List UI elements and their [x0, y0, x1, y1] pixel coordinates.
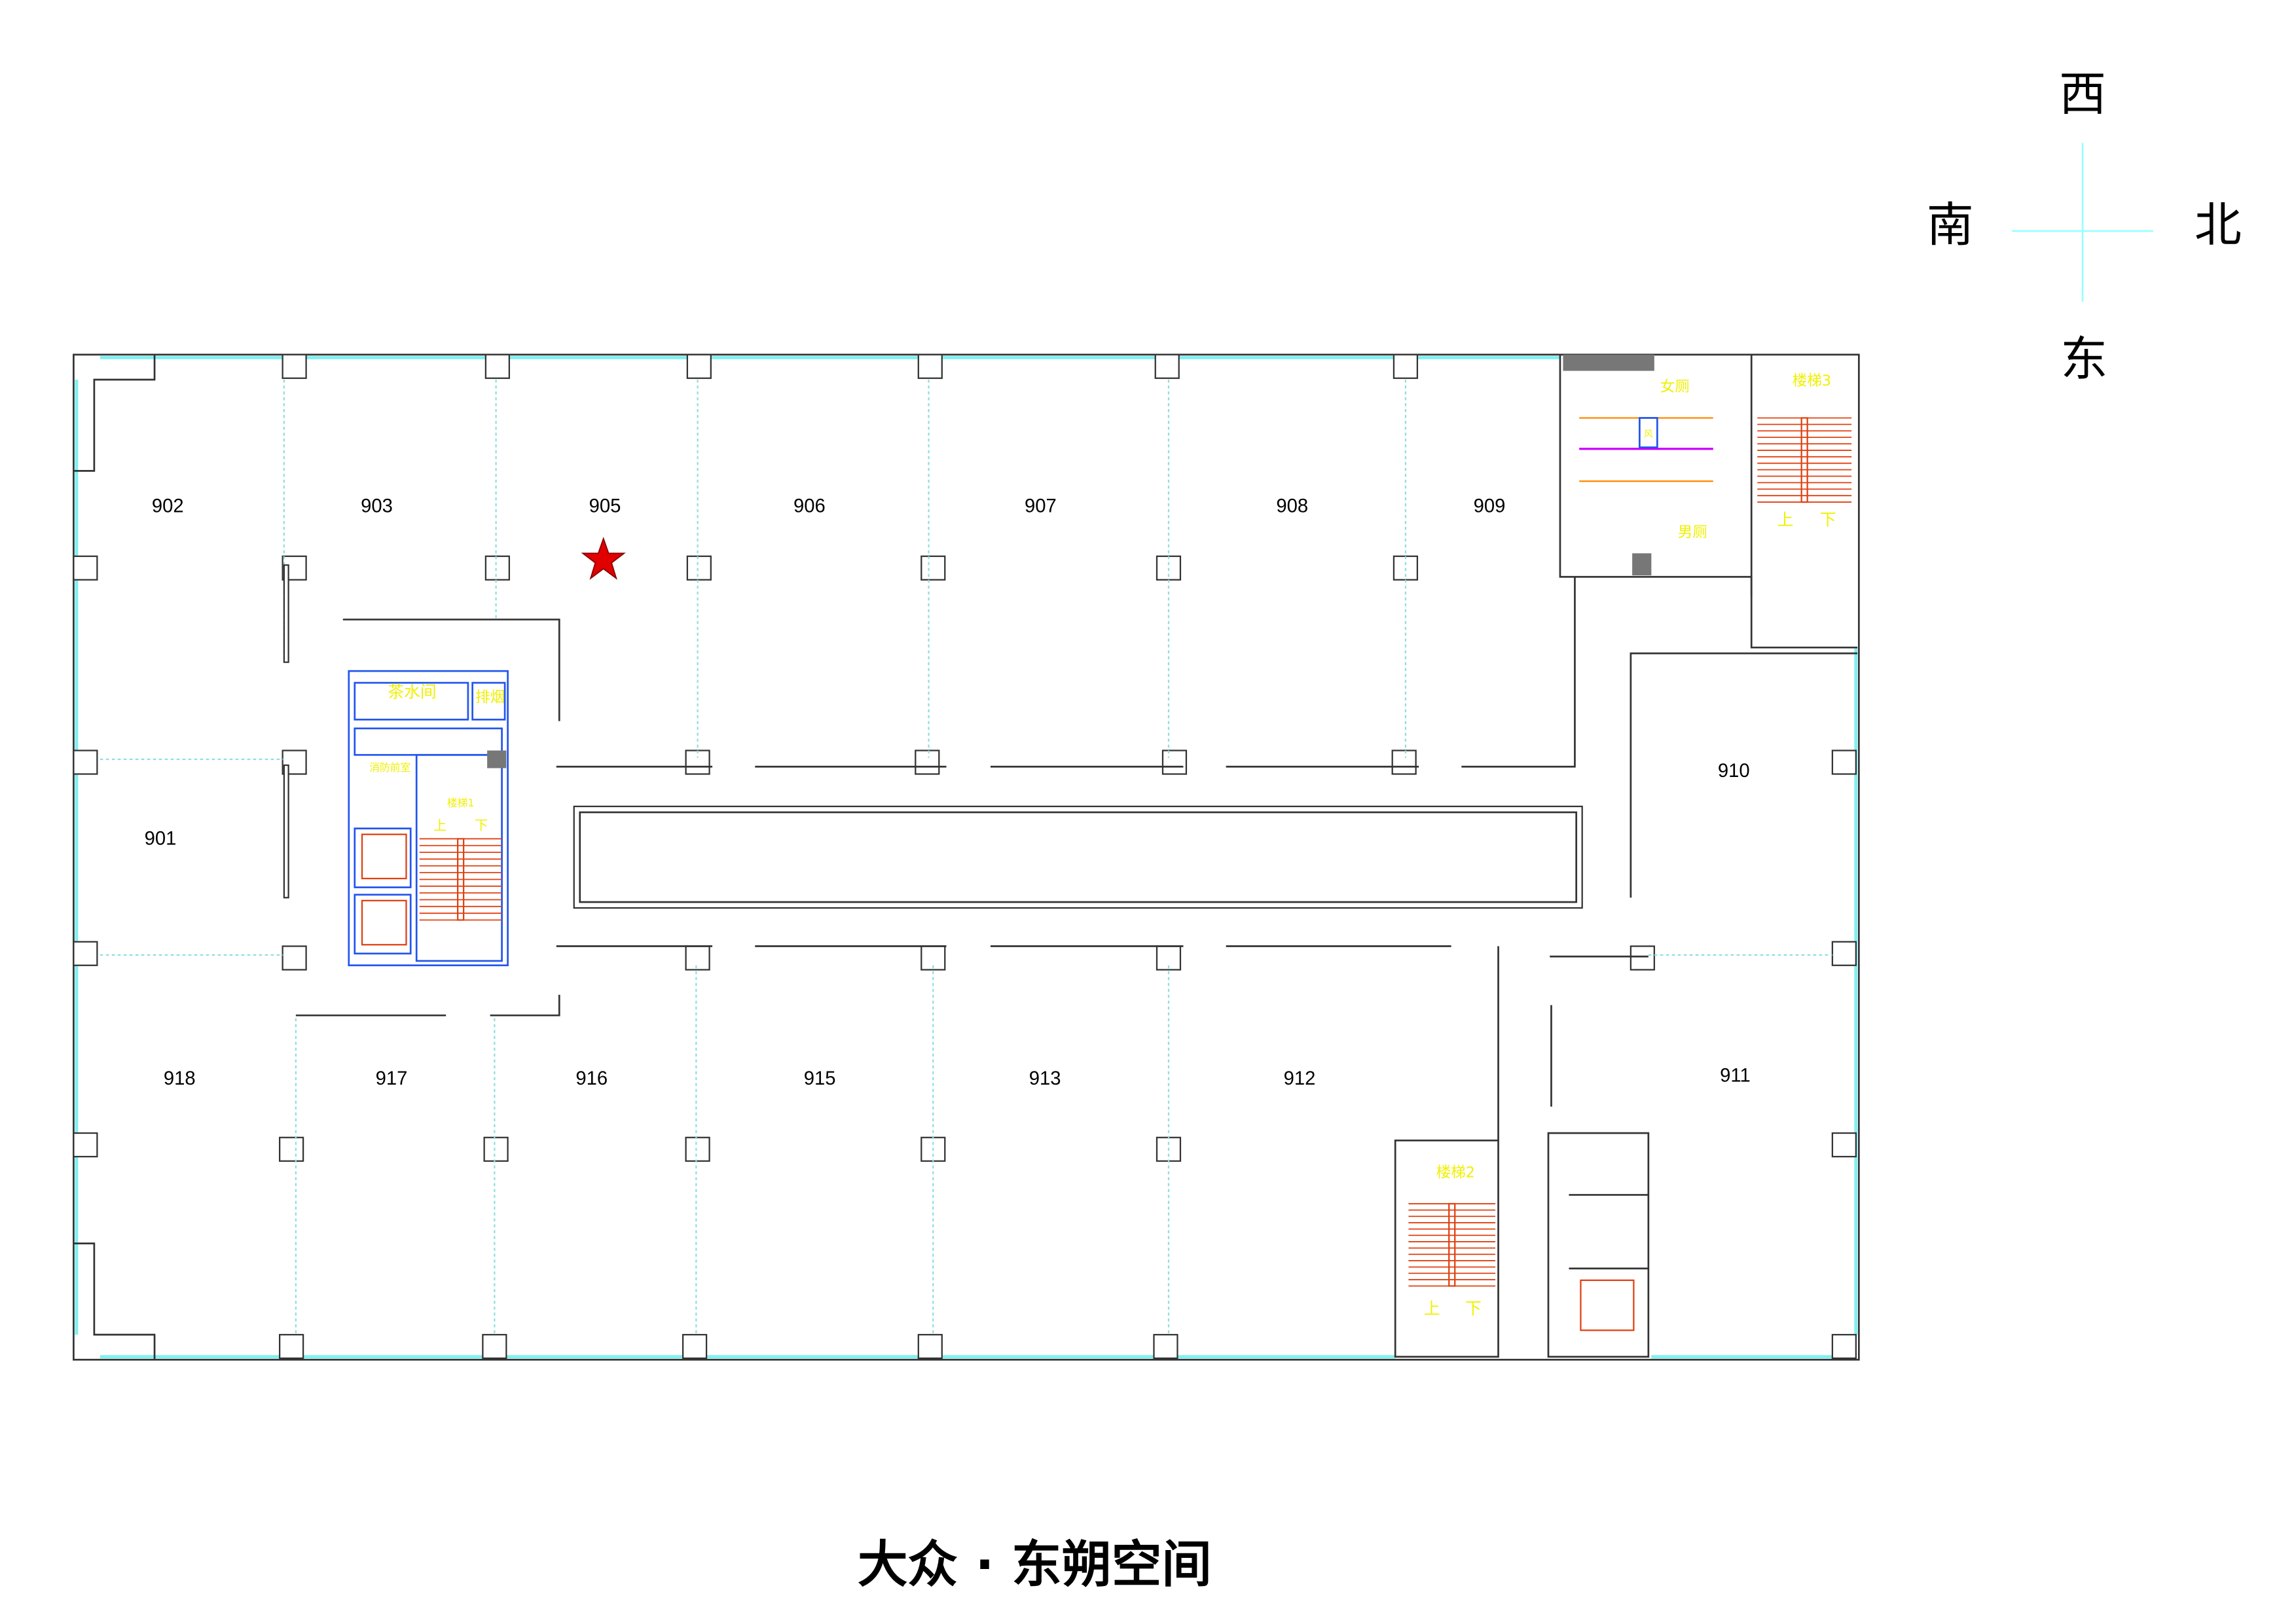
room-917[interactable]: 917 — [376, 1068, 408, 1089]
room-909[interactable]: 909 — [1474, 496, 1506, 516]
room-915[interactable]: 915 — [804, 1068, 836, 1089]
stair-handrail — [1800, 417, 1808, 503]
stair3-label: 楼梯3 — [1793, 372, 1831, 389]
room-910[interactable]: 910 — [1718, 761, 1750, 782]
room-911[interactable]: 911 — [1720, 1065, 1751, 1086]
column — [686, 353, 712, 379]
column — [685, 945, 710, 971]
column — [686, 555, 712, 581]
room-903[interactable]: 903 — [361, 496, 393, 516]
column — [1391, 749, 1417, 775]
column — [1831, 1132, 1857, 1158]
star-icon — [581, 537, 626, 580]
core-block: 茶水间 排烟 消防前室 楼梯1 上 下 — [348, 670, 509, 967]
room-912[interactable]: 912 — [1284, 1068, 1316, 1089]
vent-label: 风 — [1644, 429, 1653, 440]
column — [73, 555, 98, 581]
stair3-up: 上 — [1777, 511, 1794, 530]
compass: 西 南 北 东 — [1927, 67, 2242, 387]
column — [917, 353, 943, 379]
stair-handrail — [457, 838, 465, 921]
column — [685, 1136, 710, 1162]
column — [73, 941, 98, 966]
room-913[interactable]: 913 — [1029, 1068, 1061, 1089]
stair3-down: 下 — [1820, 511, 1836, 530]
stair1-up: 上 — [433, 818, 446, 833]
smoke-exhaust-label: 排烟 — [475, 689, 505, 706]
mens-wc-label: 男厕 — [1678, 524, 1707, 541]
room-908[interactable]: 908 — [1276, 496, 1308, 516]
column — [73, 1132, 98, 1158]
column — [917, 1333, 943, 1360]
womens-wc-label: 女厕 — [1660, 378, 1690, 395]
column — [279, 1333, 304, 1360]
room-906[interactable]: 906 — [793, 496, 826, 516]
column — [1831, 749, 1857, 775]
building-shell — [73, 353, 1860, 1361]
column — [1153, 1333, 1178, 1360]
column — [482, 1333, 507, 1360]
interior-walls — [283, 354, 1858, 1358]
column — [483, 1136, 509, 1162]
column — [1630, 945, 1655, 971]
stair2-down: 下 — [1465, 1299, 1482, 1318]
stair1-label: 楼梯1 — [447, 797, 474, 809]
column — [484, 555, 510, 581]
column — [282, 353, 307, 379]
room-labels: 902 903 905 906 907 908 909 910 901 918 … — [145, 496, 1751, 1089]
room-916[interactable]: 916 — [575, 1068, 608, 1089]
room-905[interactable]: 905 — [589, 496, 621, 516]
column — [682, 1333, 708, 1360]
column — [279, 1136, 304, 1162]
column — [915, 749, 940, 775]
stair1-down: 下 — [475, 818, 488, 833]
room-907[interactable]: 907 — [1025, 496, 1057, 516]
compass-left: 南 — [1927, 198, 1974, 253]
stair2-up: 上 — [1424, 1299, 1440, 1318]
stair-3: 楼梯3 上 下 — [1757, 372, 1852, 530]
columns — [73, 353, 1857, 1360]
fire-lobby-label: 消防前室 — [369, 761, 410, 774]
column — [920, 555, 946, 581]
column — [1831, 1333, 1857, 1360]
stair-2: 楼梯2 上 下 — [1408, 1164, 1635, 1331]
column — [685, 749, 710, 775]
column — [1161, 749, 1188, 775]
tea-room-label: 茶水间 — [388, 683, 436, 702]
column — [484, 353, 510, 379]
compass-bottom: 东 — [2060, 331, 2107, 386]
room-918[interactable]: 918 — [164, 1068, 196, 1089]
column — [73, 749, 98, 775]
toilets: 女厕 男厕 风 — [1579, 378, 1713, 576]
stair2-label: 楼梯2 — [1436, 1164, 1475, 1181]
page-title: 大众 · 东朔空间 — [858, 1536, 1212, 1595]
compass-top: 西 — [2059, 67, 2106, 122]
compass-right: 北 — [2195, 198, 2242, 253]
column — [1154, 353, 1180, 379]
stair-handrail — [1448, 1202, 1456, 1287]
room-901[interactable]: 901 — [145, 828, 177, 849]
column — [1393, 353, 1419, 379]
room-902[interactable]: 902 — [152, 496, 184, 516]
column — [1831, 941, 1857, 966]
column — [282, 945, 307, 971]
